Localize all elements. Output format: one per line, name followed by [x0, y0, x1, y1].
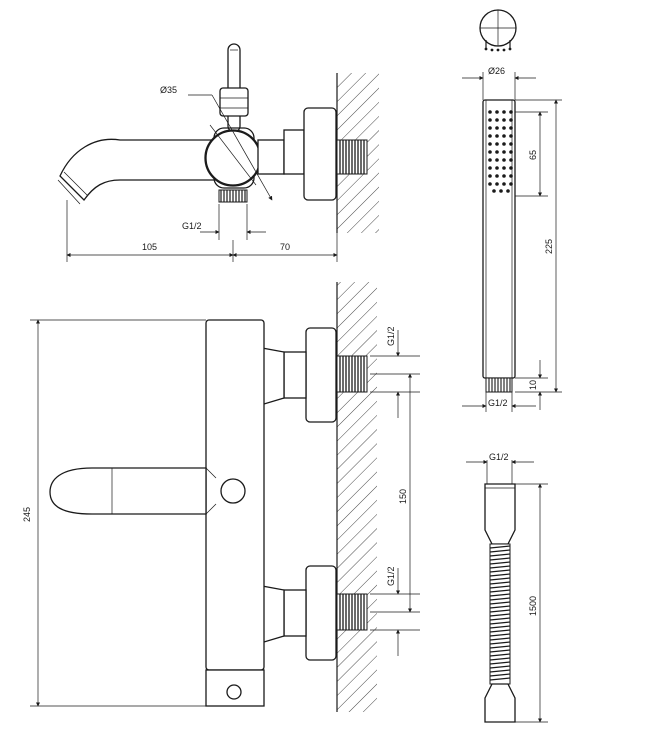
- hose-spiral: [489, 543, 511, 685]
- label-thread-spout: G1/2: [182, 221, 202, 231]
- label-inlet-spacing: 150: [398, 489, 408, 504]
- label-diam-handshower: Ø26: [488, 66, 505, 76]
- label-thread-top: G1/2: [386, 326, 396, 346]
- handshower-top-view: [479, 9, 517, 52]
- label-wall-offset: 70: [280, 242, 290, 252]
- label-hand-length: 225: [544, 239, 554, 254]
- handshower-body: [482, 99, 516, 379]
- spout: [59, 138, 216, 202]
- diverter-knob: [220, 478, 246, 504]
- spout-front: [49, 467, 207, 515]
- label-diam-body: Ø35: [160, 85, 177, 95]
- handshower: Ø26 65: [462, 66, 562, 412]
- label-body-height: 245: [22, 507, 32, 522]
- label-spout-length: 105: [142, 242, 157, 252]
- label-thread-bottom: G1/2: [386, 566, 396, 586]
- front-view: 245 G1/2 150 G1/2: [22, 282, 420, 712]
- control-knob: [226, 684, 242, 700]
- wall-hatch-front: [337, 282, 377, 712]
- label-hand-connector: 10: [528, 380, 538, 390]
- lever-side: [219, 43, 249, 133]
- label-hose-length: 1500: [528, 596, 538, 616]
- label-hand-head: 65: [528, 150, 538, 160]
- label-hose-thread: G1/2: [489, 452, 509, 462]
- label-hand-thread: G1/2: [488, 398, 508, 408]
- side-view: Ø35 G1/2 105 70: [57, 43, 379, 262]
- nozzle-grid: [488, 110, 513, 193]
- hose: G1/2 1500: [466, 452, 548, 723]
